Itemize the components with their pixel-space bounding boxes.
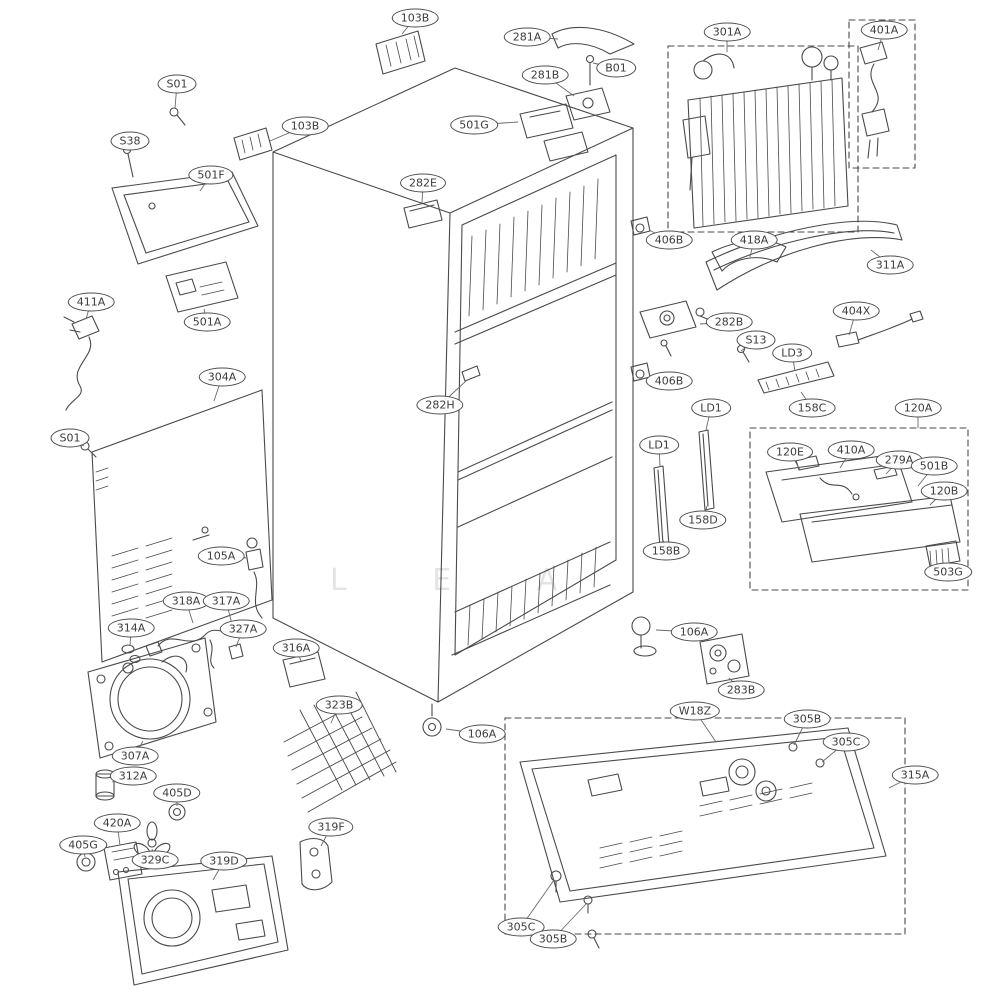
part-label-317a-39[interactable]: 317A (202, 591, 250, 611)
part-label-301a-4[interactable]: 301A (703, 22, 751, 42)
part-label-158c-24[interactable]: 158C (788, 398, 836, 418)
part-label-283b-44[interactable]: 283B (717, 680, 765, 700)
part-label-106a-43[interactable]: 106A (670, 622, 718, 642)
part-label-305b-48[interactable]: 305B (783, 709, 831, 729)
part-label-503g-37[interactable]: 503G (924, 562, 972, 582)
part-label-501f-10[interactable]: 501F (188, 165, 234, 185)
part-label-s38-9[interactable]: S38 (110, 131, 150, 151)
top-parts-drawing (233, 26, 635, 229)
part-label-305b-60[interactable]: 305B (529, 929, 577, 949)
part-label-319d-58[interactable]: 319D (200, 851, 248, 871)
part-label-411a-15[interactable]: 411A (67, 292, 115, 312)
part-label-323b-45[interactable]: 323B (315, 695, 363, 715)
part-label-103b-0[interactable]: 103B (391, 8, 439, 28)
part-label-158d-34[interactable]: 158D (679, 510, 727, 530)
part-label-418a-13[interactable]: 418A (730, 230, 778, 250)
part-label-ld1-25[interactable]: LD1 (691, 398, 731, 418)
part-label-ld3-20[interactable]: LD3 (772, 343, 812, 363)
hinge-parts-drawing (630, 216, 924, 549)
part-label-501a-16[interactable]: 501A (183, 312, 231, 332)
base-panel-drawing (504, 717, 906, 949)
part-label-105a-35[interactable]: 105A (197, 546, 245, 566)
part-label-406b-23[interactable]: 406B (645, 371, 693, 391)
part-label-307a-50[interactable]: 307A (111, 746, 159, 766)
part-label-410a-30[interactable]: 410A (827, 440, 875, 460)
part-label-311a-14[interactable]: 311A (866, 255, 914, 275)
part-label-314a-40[interactable]: 314A (107, 618, 155, 638)
part-label-ld1-28[interactable]: LD1 (639, 435, 679, 455)
part-label-312a-51[interactable]: 312A (109, 766, 157, 786)
part-label-120b-33[interactable]: 120B (920, 481, 968, 501)
part-label-305c-59[interactable]: 305C (497, 917, 545, 937)
part-label-401a-5[interactable]: 401A (860, 20, 908, 40)
part-label-318a-38[interactable]: 318A (162, 591, 210, 611)
part-label-120e-29[interactable]: 120E (767, 442, 813, 462)
part-label-158b-36[interactable]: 158B (642, 541, 690, 561)
part-label-404x-19[interactable]: 404X (832, 301, 880, 321)
watermark-text: L E A (330, 563, 595, 598)
part-label-b01-2[interactable]: B01 (596, 58, 636, 78)
part-label-420a-54[interactable]: 420A (93, 813, 141, 833)
part-label-405g-55[interactable]: 405G (59, 835, 107, 855)
part-label-103b-7[interactable]: 103B (281, 116, 329, 136)
part-label-282b-17[interactable]: 282B (705, 312, 753, 332)
part-label-304a-21[interactable]: 304A (198, 367, 246, 387)
part-label-281b-3[interactable]: 281B (521, 65, 569, 85)
part-label-329c-56[interactable]: 329C (131, 850, 179, 870)
part-label-406b-12[interactable]: 406B (645, 230, 693, 250)
part-label-315a-53[interactable]: 315A (891, 765, 939, 785)
condenser-drawing (667, 45, 859, 233)
part-label-405d-52[interactable]: 405D (153, 783, 201, 803)
part-label-327a-41[interactable]: 327A (219, 619, 267, 639)
part-label-s01-27[interactable]: S01 (50, 428, 90, 448)
part-label-279a-31[interactable]: 279A (875, 450, 923, 470)
part-label-282e-11[interactable]: 282E (400, 173, 446, 193)
cabinet-drawing (272, 67, 657, 737)
part-label-106a-46[interactable]: 106A (458, 724, 506, 744)
part-label-s13-18[interactable]: S13 (736, 330, 776, 350)
part-label-281a-1[interactable]: 281A (503, 27, 551, 47)
part-label-501b-32[interactable]: 501B (910, 456, 958, 476)
part-label-s01-6[interactable]: S01 (157, 74, 197, 94)
part-label-305c-49[interactable]: 305C (822, 732, 870, 752)
part-label-501g-8[interactable]: 501G (450, 115, 498, 135)
compressor-drawing (76, 637, 217, 881)
part-label-w18z-47[interactable]: W18Z (669, 701, 721, 721)
icemaker-drawing (749, 427, 969, 591)
part-label-282h-22[interactable]: 282H (416, 395, 464, 415)
part-label-319f-57[interactable]: 319F (308, 817, 354, 837)
part-label-316a-42[interactable]: 316A (272, 638, 320, 658)
part-label-120a-26[interactable]: 120A (894, 398, 942, 418)
